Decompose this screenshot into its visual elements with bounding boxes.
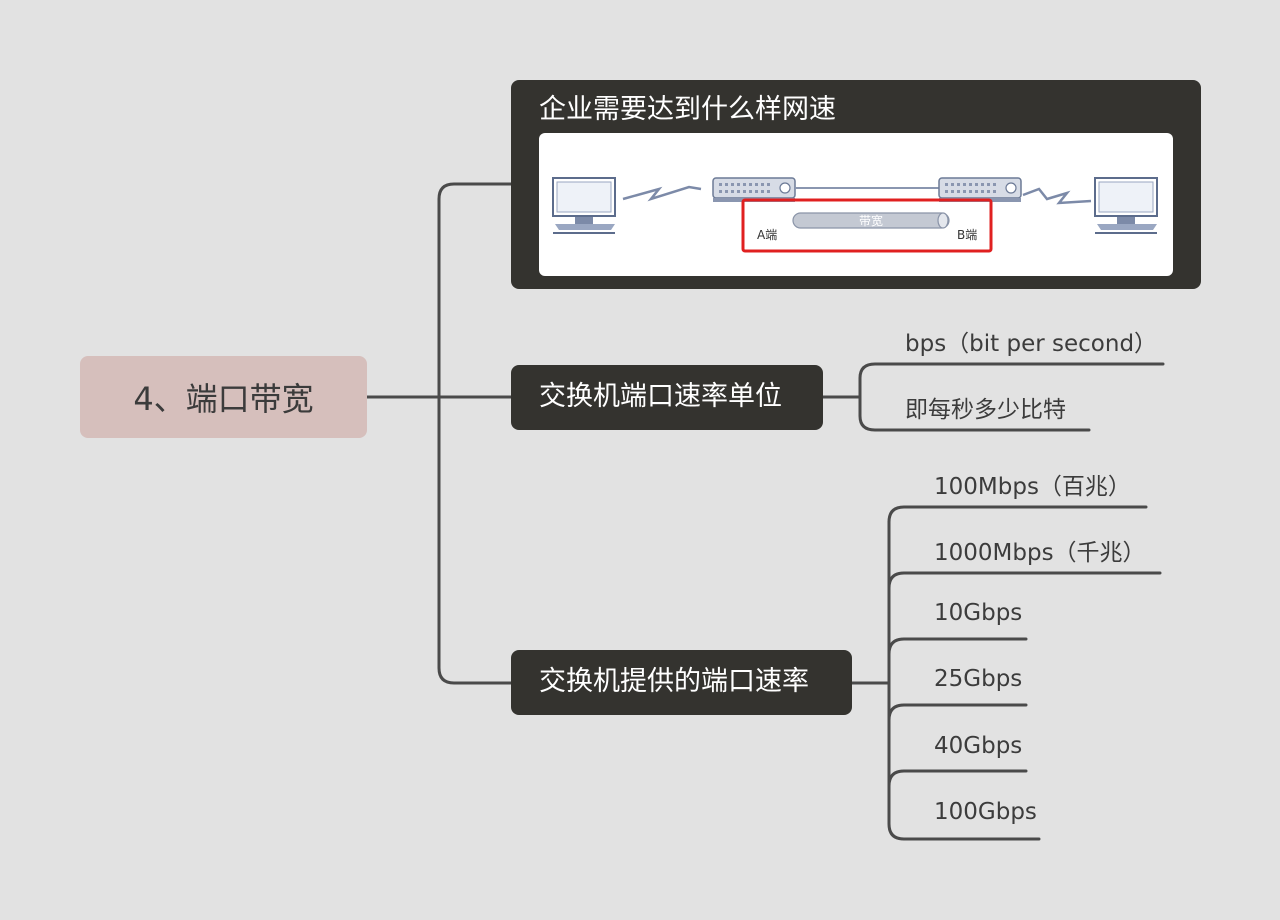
bandwidth-pipe-icon — [792, 212, 950, 229]
bandwidth-label: 带宽 — [859, 213, 883, 228]
wireless-link-a-icon — [622, 185, 702, 202]
central-topic[interactable]: 4、端口带宽 — [80, 356, 367, 438]
bandwidth-diagram-image: 带宽 A端 B端 — [539, 133, 1173, 276]
branch-port-unit[interactable]: 交换机端口速率单位 — [511, 365, 823, 430]
trunk-to-speed-need — [437, 182, 513, 399]
unit-leaf-bits-per-second[interactable]: 即每秒多少比特 — [905, 397, 1066, 423]
wireless-link-b-icon — [1022, 187, 1092, 205]
end-b-label: B端 — [957, 228, 977, 242]
branch-speed-need[interactable]: 企业需要达到什么样网速 — [511, 80, 1201, 289]
branch-port-unit-title: 交换机端口速率单位 — [539, 381, 782, 412]
trunk-to-port-rates — [437, 395, 513, 685]
rate-leaf-100mbps[interactable]: 100Mbps（百兆） — [934, 474, 1131, 500]
rate-leaf-25gbps[interactable]: 25Gbps — [934, 666, 1023, 692]
unit-leaf-line-2 — [858, 395, 1091, 432]
rate-line-4 — [887, 703, 1028, 722]
end-a-label: A端 — [757, 228, 777, 242]
rate-leaf-100gbps[interactable]: 100Gbps — [934, 799, 1037, 825]
rate-line-5 — [887, 769, 1028, 788]
rates-vertical — [887, 505, 1148, 524]
branch-port-rates-title: 交换机提供的端口速率 — [539, 666, 809, 697]
rate-line-3 — [887, 637, 1028, 656]
bandwidth-diagram: 带宽 A端 B端 — [552, 177, 1158, 253]
rate-leaf-10gbps[interactable]: 10Gbps — [934, 600, 1023, 626]
branch-port-rates[interactable]: 交换机提供的端口速率 — [511, 650, 852, 715]
highlight-box — [741, 198, 993, 253]
branch-speed-need-title: 企业需要达到什么样网速 — [539, 94, 836, 125]
rate-leaf-1000mbps[interactable]: 1000Mbps（千兆） — [934, 540, 1146, 566]
unit-leaf-line-1 — [858, 362, 1165, 399]
rate-leaf-40gbps[interactable]: 40Gbps — [934, 733, 1023, 759]
unit-leaf-bps[interactable]: bps（bit per second） — [905, 331, 1158, 357]
switch-a-icon — [712, 177, 796, 202]
computer-b-icon — [1094, 177, 1158, 234]
switch-b-icon — [938, 177, 1022, 202]
central-topic-label: 4、端口带宽 — [133, 380, 314, 418]
rate-line-2 — [887, 571, 1162, 590]
computer-a-icon — [552, 177, 616, 234]
